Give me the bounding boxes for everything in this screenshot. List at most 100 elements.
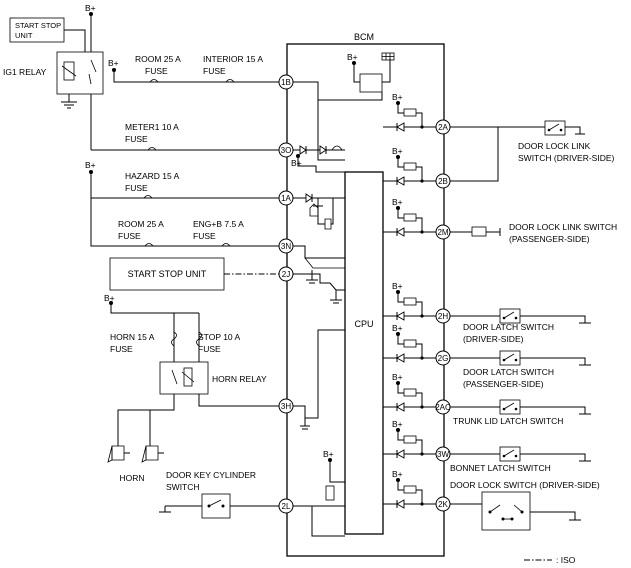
fuse-stop-label-2: FUSE bbox=[198, 344, 221, 354]
ig1-relay bbox=[56, 51, 104, 95]
supply-label-bcm: B+ bbox=[347, 52, 358, 62]
svg-text:2J: 2J bbox=[282, 270, 290, 279]
fuse-eng-b-label-1: ENG+B 7.5 A bbox=[193, 219, 244, 229]
svg-text:2B: 2B bbox=[438, 177, 448, 186]
cpu-box bbox=[344, 171, 384, 535]
fuse-icon bbox=[147, 147, 157, 151]
svg-text:2A: 2A bbox=[438, 123, 448, 132]
svg-text:2AC: 2AC bbox=[435, 403, 451, 412]
supply-label: B+ bbox=[392, 372, 403, 382]
supply-label: B+ bbox=[392, 92, 403, 102]
fuse-room-25a-lower-label-1: ROOM 25 A bbox=[118, 219, 164, 229]
terminal-2m: 2M bbox=[435, 224, 451, 240]
fuse-meter1-label-1: METER1 10 A bbox=[125, 122, 179, 132]
input-circuit: B+ bbox=[383, 372, 436, 412]
supply-label-2l: B+ bbox=[323, 449, 334, 459]
fuse-icon bbox=[144, 243, 154, 247]
input-circuit: B+ bbox=[383, 323, 436, 363]
cpu-label: CPU bbox=[354, 319, 373, 329]
start-stop-unit-small-label-1: START STOP bbox=[15, 21, 61, 30]
fuse-hazard-label-2: FUSE bbox=[125, 183, 148, 193]
fuse-icon bbox=[143, 195, 153, 199]
bcm-internal-relay-box bbox=[359, 73, 383, 93]
svg-text:3O: 3O bbox=[281, 146, 292, 155]
terminal-3h: 3H bbox=[278, 398, 294, 414]
svg-text:3N: 3N bbox=[281, 242, 291, 251]
supply-label: B+ bbox=[392, 146, 403, 156]
resistor-icon bbox=[309, 203, 319, 217]
door-lock-link-passenger-label-1: DOOR LOCK LINK SWITCH bbox=[509, 222, 617, 232]
ground-icon bbox=[159, 506, 171, 513]
terminal-2h: 2H bbox=[435, 308, 451, 324]
door-key-cylinder-label-2: SWITCH bbox=[166, 482, 200, 492]
diode-icon bbox=[396, 499, 405, 509]
ig1-relay-label: IG1 RELAY bbox=[3, 67, 47, 77]
supply-label-hazard: B+ bbox=[85, 160, 96, 170]
svg-text:3W: 3W bbox=[437, 450, 449, 459]
svg-text:1A: 1A bbox=[281, 194, 291, 203]
terminal-3o: 3O bbox=[278, 142, 294, 158]
bcm-connector-icon bbox=[381, 52, 395, 61]
fuse-interior-15a-label-1: INTERIOR 15 A bbox=[203, 54, 263, 64]
legend-iso-label: : ISO bbox=[556, 555, 576, 565]
fuse-horn-label-1: HORN 15 A bbox=[110, 332, 155, 342]
svg-text:3H: 3H bbox=[281, 402, 291, 411]
bonnet-latch-label: BONNET LATCH SWITCH bbox=[450, 463, 551, 473]
start-stop-unit-small-label-2: UNIT bbox=[15, 31, 33, 40]
latch-switch bbox=[450, 399, 591, 415]
door-key-cylinder-switch bbox=[201, 493, 231, 519]
terminal-2g: 2G bbox=[435, 350, 451, 366]
door-lock-driver-switch bbox=[481, 491, 531, 531]
supply-label-room: B+ bbox=[108, 58, 119, 68]
switch-icon bbox=[499, 350, 521, 366]
switch-icon bbox=[499, 399, 521, 415]
input-circuit: B+ bbox=[383, 419, 436, 459]
fuse-room-25a-label-2: FUSE bbox=[145, 66, 168, 76]
terminal-2ac: 2AC bbox=[435, 399, 451, 415]
bcm-label: BCM bbox=[354, 32, 374, 42]
supply-label: B+ bbox=[392, 281, 403, 291]
door-lock-link-passenger-switch bbox=[471, 226, 487, 237]
start-stop-unit-label: START STOP UNIT bbox=[128, 269, 207, 279]
door-lock-link-driver-label-2: SWITCH (DRIVER-SIDE) bbox=[518, 153, 615, 163]
supply-label-ig1: B+ bbox=[85, 3, 96, 13]
fuse-eng-b-label-2: FUSE bbox=[193, 231, 216, 241]
door-latch-passenger-label-1: DOOR LATCH SWITCH bbox=[463, 367, 554, 377]
right-input-circuits: B+B+B+B+B+B+B+B+ bbox=[383, 92, 436, 509]
supply-label: B+ bbox=[392, 419, 403, 429]
input-circuit: B+ bbox=[383, 92, 436, 132]
terminal-3w: 3W bbox=[435, 446, 451, 462]
door-lock-driver-label: DOOR LOCK SWITCH (DRIVER-SIDE) bbox=[450, 480, 600, 490]
diode-icon bbox=[396, 449, 405, 459]
diode-icon bbox=[396, 402, 405, 412]
switch-icon bbox=[499, 446, 521, 462]
door-lock-link-passenger-label-2: (PASSENGER-SIDE) bbox=[509, 234, 590, 244]
terminal-2j: 2J bbox=[278, 266, 294, 282]
diode-icon bbox=[396, 311, 405, 321]
switch-icon bbox=[499, 308, 521, 324]
terminal-2b: 2B bbox=[435, 173, 451, 189]
diode-icon bbox=[396, 227, 405, 237]
horn-relay bbox=[159, 361, 209, 395]
latch-switch bbox=[450, 350, 591, 366]
wire-crossover bbox=[331, 145, 343, 151]
horn-relay-label: HORN RELAY bbox=[212, 374, 267, 384]
fuse-room-25a-lower-label-2: FUSE bbox=[118, 231, 141, 241]
ground-icon bbox=[61, 101, 77, 109]
supply-label: B+ bbox=[392, 197, 403, 207]
diode-icon bbox=[396, 176, 405, 186]
supply-label-bcm-2: B+ bbox=[291, 158, 302, 168]
input-circuit: B+ bbox=[383, 197, 436, 237]
resistor-icon bbox=[325, 485, 335, 501]
horn-icon bbox=[107, 445, 159, 463]
fuse-stop-label-1: STOP 10 A bbox=[198, 332, 241, 342]
fuse-icon bbox=[221, 243, 231, 247]
terminal-1b: 1B bbox=[278, 74, 294, 90]
diode-icon bbox=[396, 353, 405, 363]
svg-text:2K: 2K bbox=[438, 500, 448, 509]
fuse-interior-15a-label-2: FUSE bbox=[203, 66, 226, 76]
terminal-2l: 2L bbox=[278, 498, 294, 514]
terminal-3n: 3N bbox=[278, 238, 294, 254]
diode-icon bbox=[319, 145, 327, 155]
